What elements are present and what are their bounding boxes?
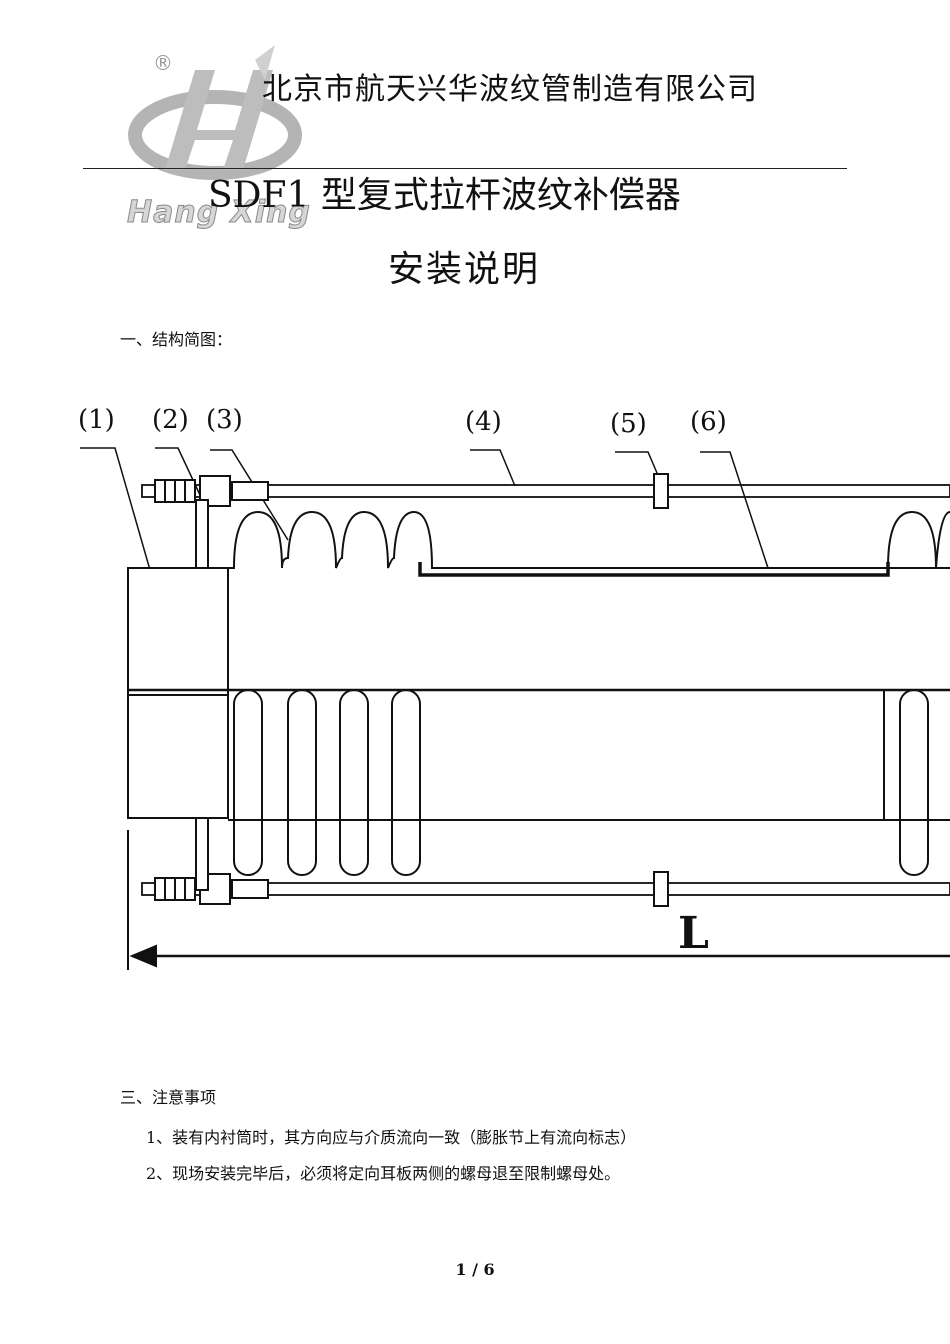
leader-line-5 [615,451,661,481]
note-item-2: 2、现场安装完毕后，必须将定向耳板两侧的螺母退至限制螺母处。 [146,1164,621,1183]
callout-1: (1) [78,405,115,435]
dimension-label-L: L [678,908,709,959]
logo-text: Hang Xing [127,195,311,230]
callout-4: (4) [465,407,502,437]
page-number: 1 / 6 [455,1260,495,1279]
callout-2: (2) [152,405,189,435]
note-item-1: 1、装有内衬筒时，其方向应与介质流向一致（膨胀节上有流向标志） [146,1128,637,1147]
document-title: SDF1 型复式拉杆波纹补偿器 [208,175,681,216]
logo-registered-mark: ® [153,51,173,75]
callout-6: (6) [690,407,727,437]
company-name: 北京市航天兴华波纹管制造有限公司 [262,72,758,107]
section-heading-structure: 一、结构简图： [120,330,233,349]
bellows-left [228,510,950,876]
intermediate-pipe [418,562,890,577]
leader-line-4 [470,449,516,487]
header-divider [83,168,847,169]
bellows-right [883,510,950,876]
top-tie-rod [141,473,950,509]
callout-3: (3) [206,405,243,435]
structure-diagram: (1) (2) (3) (4) (5) (6) [78,405,950,970]
logo-mark [128,45,302,180]
section-heading-notes: 三、注意事项 [120,1088,217,1107]
leader-line-3 [210,449,289,541]
document-subtitle: 安装说明 [388,249,541,290]
company-logo: ® Hang Xing [127,45,311,231]
callout-5: (5) [610,409,647,439]
end-pipe [127,567,229,819]
bottom-tie-rod [141,871,950,907]
leader-line-6 [700,451,769,569]
dimension-line-L [127,830,950,970]
leader-line-1 [80,447,151,571]
